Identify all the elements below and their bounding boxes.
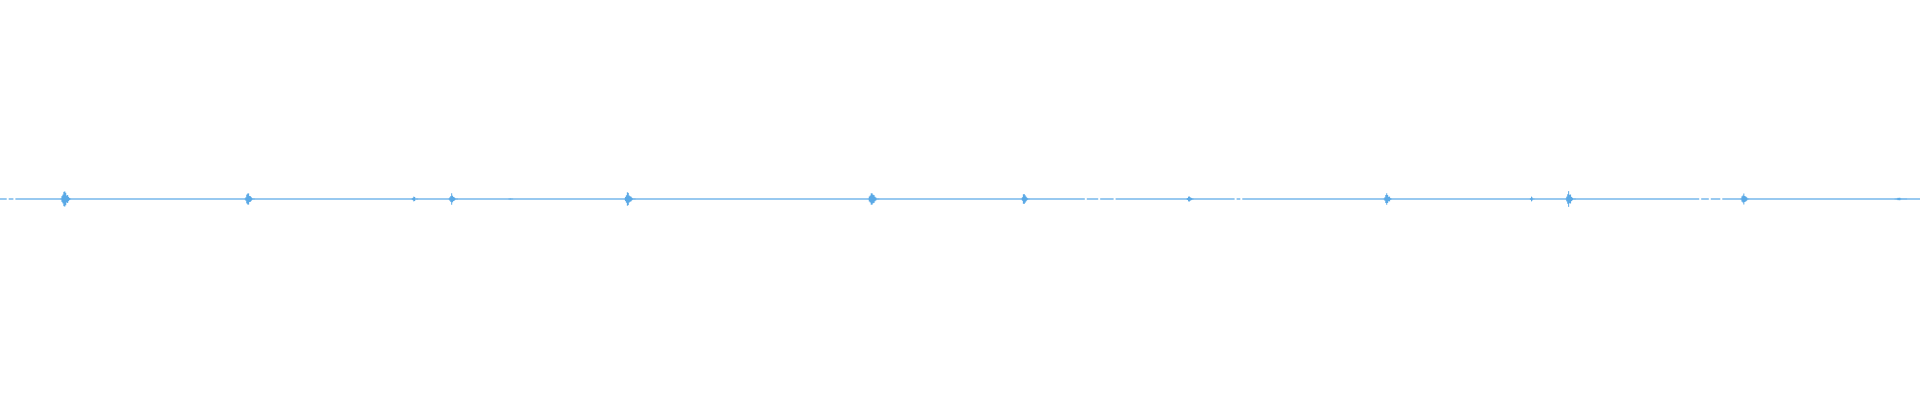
waveform-gap [1113,198,1116,200]
waveform-bursts [60,191,1908,207]
waveform-burst-shape [1740,193,1750,205]
waveform-burst-shape [623,192,636,206]
waveform-burst [867,193,880,205]
waveform-gaps [6,198,1723,200]
waveform-burst-shape [411,196,419,202]
waveform-burst [1186,196,1194,202]
waveform-burst-shape [1186,196,1194,202]
waveform-burst [1565,191,1576,207]
waveform-gap [1234,198,1237,200]
waveform-burst-shape [867,193,880,205]
waveform-burst-shape [1894,197,1908,201]
waveform-gap [1098,198,1101,200]
waveform-burst [508,198,514,200]
waveform-burst [1740,193,1750,205]
waveform-burst [411,196,419,202]
waveform-burst [1383,193,1393,205]
waveform-gap [1708,198,1711,200]
waveform-burst-shape [1020,194,1030,204]
waveform-burst-shape [1529,196,1535,202]
waveform-burst-shape [1565,191,1576,207]
waveform-gap [1720,198,1723,200]
waveform-burst-shape [1383,193,1393,205]
waveform-burst [244,193,255,205]
waveform-gap [6,198,9,200]
waveform-burst [1529,196,1535,202]
waveform-burst [60,191,72,207]
waveform-burst-shape [508,198,514,200]
waveform-gap [13,198,16,200]
waveform-burst-shape [244,193,255,205]
waveform-burst [623,192,636,206]
waveform-gap [1699,198,1702,200]
waveform-burst [448,193,458,205]
waveform-burst-shape [60,191,72,207]
waveform-burst [1894,197,1908,201]
waveform-gap [1084,198,1087,200]
waveform-gap [1240,198,1243,200]
waveform-burst [1020,194,1030,204]
waveform-burst-shape [448,193,458,205]
